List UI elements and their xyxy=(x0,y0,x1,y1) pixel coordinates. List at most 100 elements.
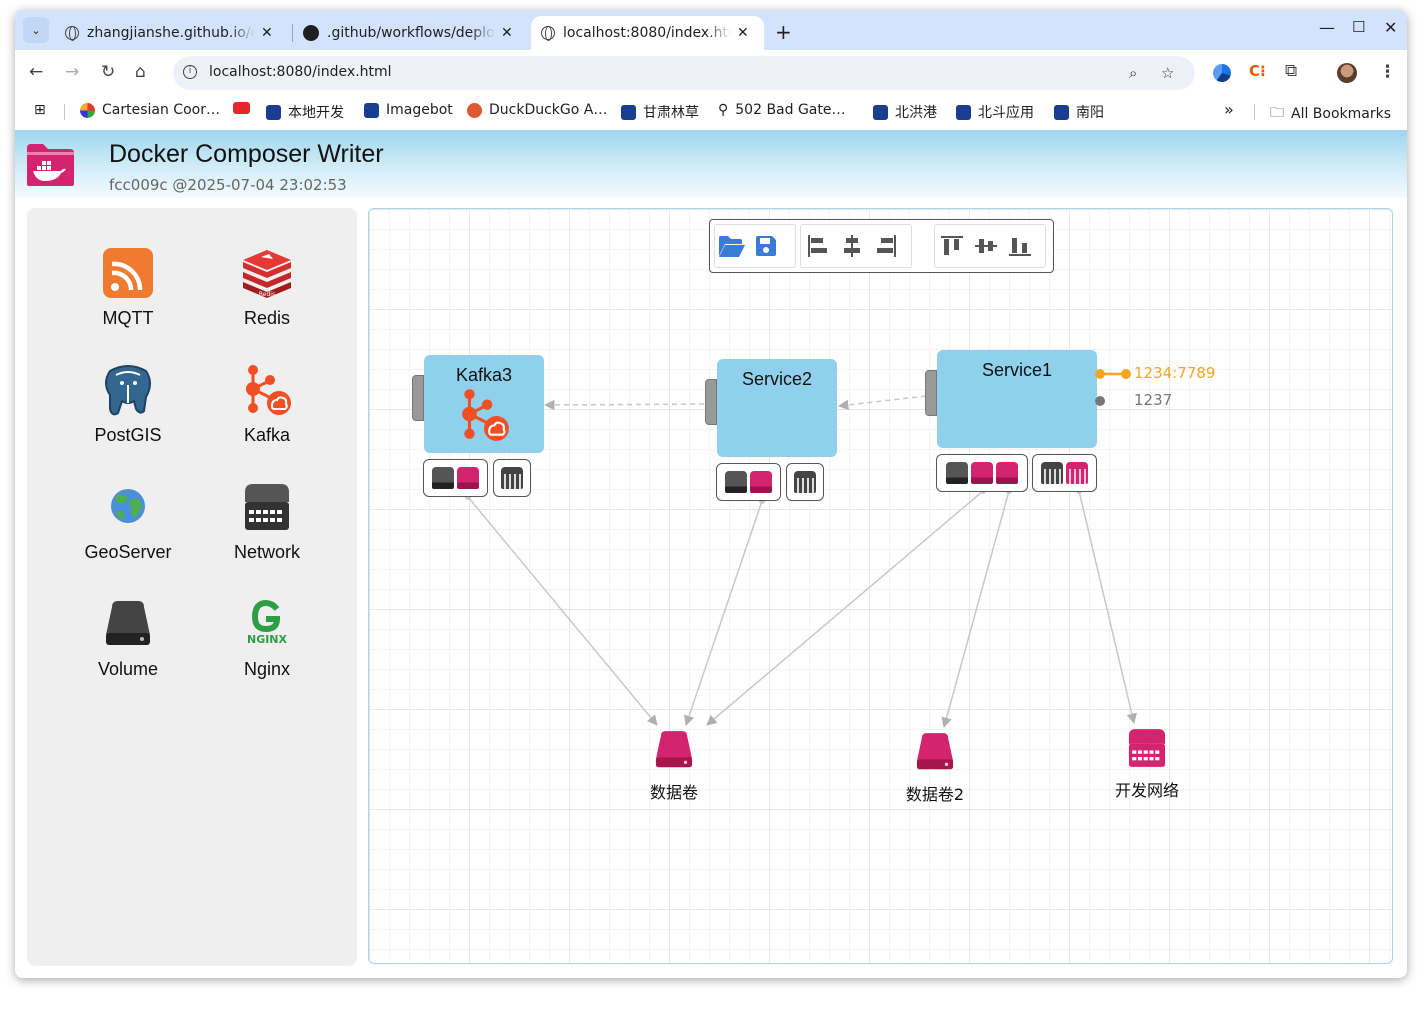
port-connector-end[interactable] xyxy=(1121,369,1131,379)
network-attach-icon[interactable] xyxy=(794,471,816,493)
node-drag-handle[interactable] xyxy=(925,370,937,416)
volume-mount-icon[interactable] xyxy=(725,471,747,493)
node-service1[interactable]: Service1 xyxy=(925,350,1097,448)
palette-item-mqtt[interactable]: MQTT xyxy=(68,246,188,329)
network-icon xyxy=(245,484,289,530)
align-middle-icon xyxy=(975,239,997,253)
resource-network[interactable]: 开发网络 xyxy=(1102,725,1192,801)
bookmarks-overflow-button[interactable]: » xyxy=(1224,100,1234,119)
palette-item-network[interactable]: Network xyxy=(207,480,327,563)
palette-label: Kafka xyxy=(243,425,291,445)
volume-mount-icon[interactable] xyxy=(996,462,1018,484)
resource-volume2[interactable]: 数据卷2 xyxy=(890,729,980,805)
node-service2[interactable]: Service2 xyxy=(705,359,837,457)
app-body: MQTT Redis Redis xyxy=(15,198,1407,978)
volume-mount-icon[interactable] xyxy=(971,462,993,484)
file-tools xyxy=(714,224,796,268)
bookmark-duckduckgo[interactable]: DuckDuckGo A… xyxy=(467,102,607,118)
back-button[interactable]: ← xyxy=(29,62,44,82)
bookmark-youtube[interactable] xyxy=(233,102,257,114)
address-bar[interactable]: i localhost:8080/index.html ⌕ ☆ xyxy=(173,56,1195,90)
node-drag-handle[interactable] xyxy=(412,375,424,421)
bookmark-label: 甘肃林草 xyxy=(643,105,699,121)
resource-volume1[interactable]: 数据卷 xyxy=(629,727,719,803)
link-service1-network xyxy=(1078,490,1137,725)
forward-button[interactable]: → xyxy=(65,62,80,82)
close-tab-icon[interactable]: ✕ xyxy=(261,25,273,41)
bookmark-label: All Bookmarks xyxy=(1291,106,1392,122)
home-button[interactable]: ⌂ xyxy=(135,62,146,82)
bookmark-label: 502 Bad Gate… xyxy=(735,102,846,118)
all-bookmarks-button[interactable]: 🗀All Bookmarks xyxy=(1270,102,1391,126)
bookmark-favicon xyxy=(1054,104,1069,120)
maximize-button[interactable]: ☐ xyxy=(1352,18,1366,36)
align-bottom-button[interactable] xyxy=(1003,229,1037,263)
volume-icon xyxy=(916,733,954,770)
bookmark-label: 南阳 xyxy=(1076,105,1104,121)
port-mapping-1[interactable]: 1234:7789 xyxy=(1134,364,1216,382)
extension-c-icon[interactable]: C⁝ xyxy=(1249,62,1266,80)
menu-kebab-icon[interactable]: ⋮ xyxy=(1379,62,1396,82)
align-right-button[interactable] xyxy=(869,229,903,263)
mqtt-icon xyxy=(103,248,153,298)
save-button[interactable] xyxy=(749,229,783,263)
profile-avatar[interactable] xyxy=(1337,63,1357,83)
bookmark-beidou[interactable]: 北斗应用 xyxy=(956,102,1034,122)
tab-zhangjianshe[interactable]: zhangjianshe.github.io/c ✕ xyxy=(55,16,283,50)
port-mapping-2[interactable]: 1237 xyxy=(1134,391,1173,409)
node-kafka3[interactable]: Kafka3 xyxy=(412,355,544,453)
palette-item-kafka[interactable]: Kafka xyxy=(207,363,327,446)
bookmark-star-icon[interactable]: ☆ xyxy=(1161,64,1175,82)
site-info-icon[interactable]: i xyxy=(183,65,197,79)
extensions-puzzle-icon[interactable]: ⧉ xyxy=(1285,61,1298,81)
bookmark-beihonggang[interactable]: 北洪港 xyxy=(873,102,937,122)
bookmark-cartesian[interactable]: Cartesian Coor… xyxy=(80,102,220,118)
compose-canvas[interactable]: Kafka3 Service2 xyxy=(368,208,1393,964)
reload-button[interactable]: ↻ xyxy=(101,62,116,82)
port-connector-inactive[interactable] xyxy=(1095,396,1105,406)
network-attach-icon[interactable] xyxy=(1041,462,1063,484)
resource-label: 数据卷 xyxy=(649,783,698,802)
bookmark-nanyang[interactable]: 南阳 xyxy=(1054,102,1104,122)
bookmark-favicon xyxy=(873,104,888,120)
palette-item-volume[interactable]: Volume xyxy=(68,597,188,680)
zoom-icon[interactable]: ⌕ xyxy=(1129,64,1138,82)
url-text: localhost:8080/index.html xyxy=(209,64,392,80)
close-tab-icon[interactable]: ✕ xyxy=(501,25,513,41)
palette-item-postgis[interactable]: PostGIS xyxy=(68,363,188,446)
align-center-button[interactable] xyxy=(835,229,869,263)
youtube-icon xyxy=(233,102,250,114)
palette-item-redis[interactable]: Redis Redis xyxy=(207,246,327,329)
tab-search-button[interactable]: ⌄ xyxy=(23,17,49,43)
apps-grid-icon[interactable]: ⊞ xyxy=(34,102,46,118)
bookmark-imagebot[interactable]: Imagebot xyxy=(364,102,453,118)
palette-item-geoserver[interactable]: GeoServer xyxy=(68,480,188,563)
align-left-button[interactable] xyxy=(801,229,835,263)
bookmark-gansu[interactable]: 甘肃林草 xyxy=(621,102,699,122)
close-tab-icon[interactable]: ✕ xyxy=(737,25,749,41)
volume-mount-icon[interactable] xyxy=(432,467,454,489)
close-window-button[interactable]: ✕ xyxy=(1384,18,1398,37)
open-button[interactable] xyxy=(715,229,749,263)
network-attach-icon[interactable] xyxy=(501,467,523,489)
palette-item-nginx[interactable]: NGINX Nginx xyxy=(207,597,327,680)
align-middle-button[interactable] xyxy=(969,229,1003,263)
volume-mount-icon[interactable] xyxy=(457,467,479,489)
volume-mount-icon[interactable] xyxy=(750,471,772,493)
bookmark-502[interactable]: ⚲502 Bad Gate… xyxy=(718,102,846,118)
service1-network-ports xyxy=(1032,454,1097,492)
minimize-button[interactable]: — xyxy=(1319,18,1335,37)
network-attach-icon[interactable] xyxy=(1066,462,1088,484)
service1-volume-ports xyxy=(936,454,1028,492)
tab-github-workflows[interactable]: .github/workflows/deplo ✕ xyxy=(293,16,523,50)
tab-localhost[interactable]: localhost:8080/index.htm ✕ xyxy=(531,16,764,50)
volume-mount-icon[interactable] xyxy=(946,462,968,484)
bookmark-local-dev[interactable]: 本地开发 xyxy=(266,102,344,122)
node-drag-handle[interactable] xyxy=(705,379,717,425)
network-icon xyxy=(1128,729,1166,767)
port-connector-active[interactable] xyxy=(1095,369,1105,379)
extension-blue-icon[interactable] xyxy=(1213,64,1231,82)
new-tab-button[interactable]: + xyxy=(775,20,792,44)
align-top-button[interactable] xyxy=(935,229,969,263)
bookmark-favicon xyxy=(364,102,379,118)
